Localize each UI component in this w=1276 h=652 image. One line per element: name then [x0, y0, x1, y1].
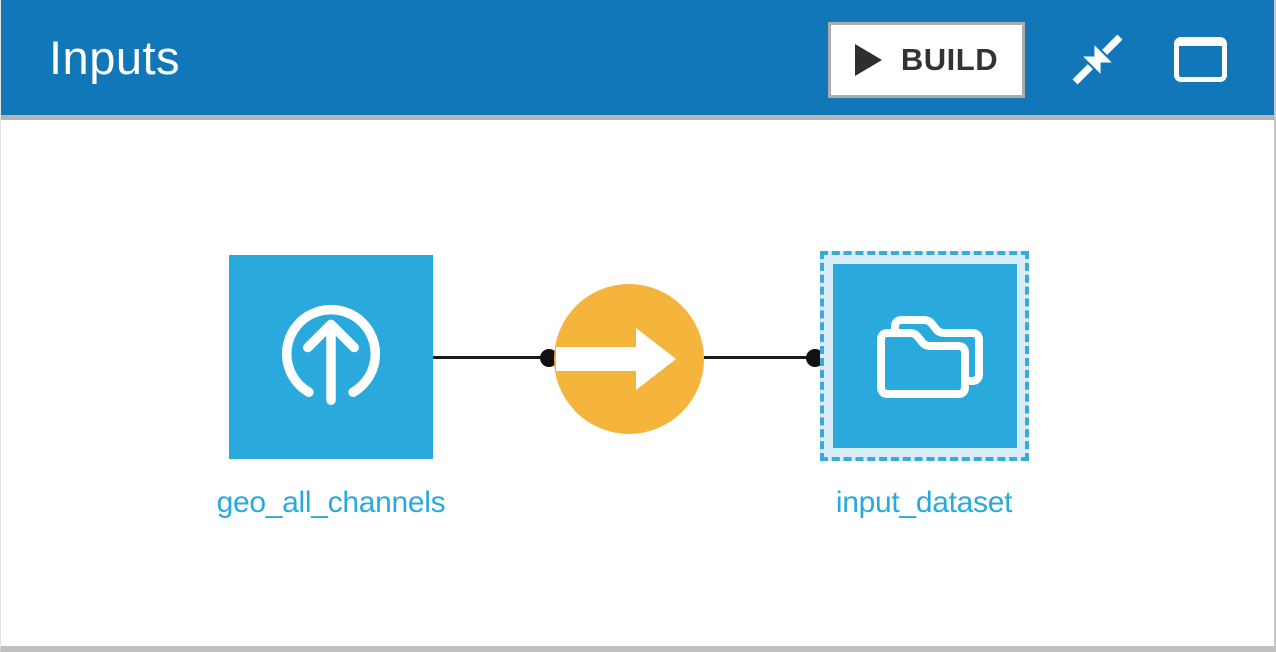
window-icon[interactable] — [1174, 37, 1227, 82]
collapse-icon[interactable] — [1071, 33, 1124, 86]
folder-icon — [876, 316, 983, 398]
selection-outline — [820, 251, 1029, 461]
arrow-right-icon — [556, 328, 676, 390]
connector-line-left — [433, 356, 551, 359]
connector-line-right — [704, 356, 816, 359]
page-title: Inputs — [49, 31, 181, 84]
node-label-input-dataset[interactable]: input_dataset — [835, 486, 1013, 519]
upload-icon — [282, 304, 380, 405]
node-label-geo-all-channels[interactable]: geo_all_channels — [216, 486, 446, 519]
panel-header: Inputs BUILD — [1, 0, 1274, 120]
build-button-label: BUILD — [900, 42, 999, 77]
folder-node-input-dataset[interactable] — [832, 264, 1017, 448]
build-button[interactable]: BUILD — [828, 22, 1025, 98]
connector-dot-left — [540, 349, 558, 367]
connector-dot-right — [806, 349, 824, 367]
recipe-node[interactable] — [554, 284, 704, 434]
flow-canvas: geo_all_channels input_da — [1, 120, 1274, 641]
play-icon — [854, 44, 882, 76]
dataset-node-geo-all-channels[interactable] — [229, 255, 433, 459]
